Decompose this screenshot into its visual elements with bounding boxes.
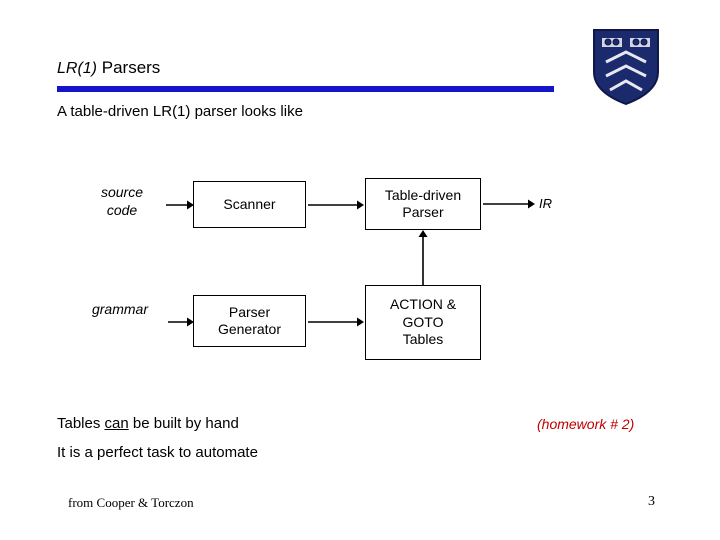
source-credit: from Cooper & Torczon bbox=[68, 495, 194, 510]
grammar-label: grammar bbox=[91, 301, 148, 317]
homework-note: (homework # 2) bbox=[537, 416, 635, 432]
parser-generator-line2: Generator bbox=[217, 321, 282, 337]
tables-line2: GOTO bbox=[402, 313, 444, 330]
tables-line1: ACTION & bbox=[389, 296, 457, 313]
ir-label: IR bbox=[539, 196, 552, 211]
diagram-box-table-driven-parser: Table-driven Parser bbox=[365, 178, 481, 230]
university-shield-logo bbox=[592, 28, 660, 106]
parser-line2: Parser bbox=[402, 204, 444, 220]
diagram-box-action-goto-tables: ACTION & GOTO Tables bbox=[365, 285, 481, 360]
bottom-line-2: It is a perfect task to automate bbox=[57, 444, 258, 461]
diagram-label-grammar: grammar bbox=[70, 300, 170, 318]
bottom-line-1: Tables can be built by hand bbox=[57, 415, 239, 432]
page-number: 3 bbox=[648, 494, 655, 509]
source-code-line1: source bbox=[100, 184, 144, 200]
bottom-line-1-part-c: be built by hand bbox=[128, 415, 239, 432]
arrow-source-to-scanner bbox=[166, 198, 194, 212]
diagram-label-ir: IR bbox=[539, 196, 569, 213]
diagram-box-parser-generator: Parser Generator bbox=[193, 295, 306, 347]
parser-generator-line1: Parser bbox=[228, 303, 271, 320]
page-title-prefix: LR(1) bbox=[57, 60, 98, 77]
title-divider bbox=[57, 86, 554, 92]
page-title-rest: Parsers bbox=[97, 58, 161, 77]
arrow-grammar-to-generator bbox=[168, 315, 194, 329]
arrow-generator-to-tables bbox=[308, 315, 364, 329]
tables-line3: Tables bbox=[402, 331, 444, 348]
subtitle-text: A table-driven LR(1) parser looks like bbox=[57, 103, 303, 120]
bottom-line-1-part-a: Tables bbox=[57, 415, 105, 432]
arrow-scanner-to-parser bbox=[308, 198, 364, 212]
parser-line1: Table-driven bbox=[384, 186, 462, 203]
page-title: LR(1) Parsers bbox=[57, 58, 160, 78]
bottom-line-1-emphasis: can bbox=[104, 415, 129, 432]
diagram-box-scanner: Scanner bbox=[193, 181, 306, 228]
arrow-tables-to-parser bbox=[416, 228, 430, 286]
scanner-label: Scanner bbox=[223, 195, 276, 212]
diagram-label-source-code: source code bbox=[77, 183, 167, 219]
arrow-parser-to-ir bbox=[483, 197, 535, 211]
source-code-line2: code bbox=[106, 202, 138, 219]
